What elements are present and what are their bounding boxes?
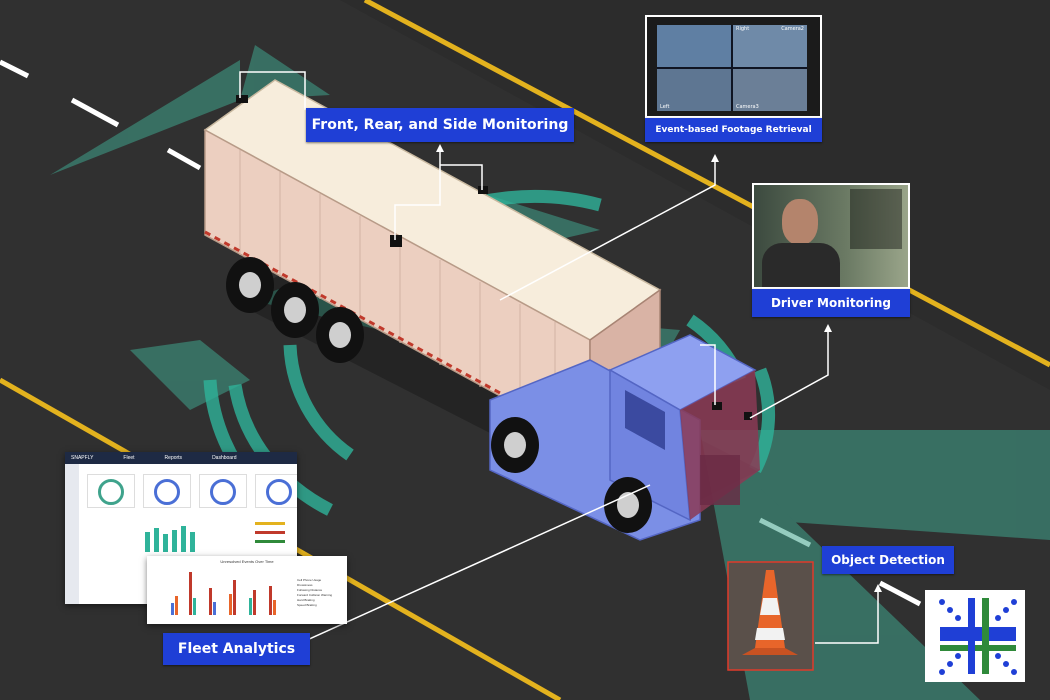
- monitor-quadrant: Right Camera2: [733, 25, 807, 67]
- events-bar-chart: [171, 572, 276, 615]
- progress-bars: [255, 522, 285, 549]
- events-chart-title: Unresolved Events Over Time: [220, 559, 274, 564]
- yellow-edge-line-top: [363, 0, 1050, 368]
- callout-event-footage-retrieval: Event-based Footage Retrieval: [645, 118, 822, 142]
- driver-info-overlay: [850, 189, 902, 249]
- driver-head: [782, 199, 818, 245]
- callout-front-rear-side-monitoring: Front, Rear, and Side Monitoring: [306, 108, 574, 142]
- mini-bar-chart: [145, 522, 215, 552]
- dashboard-header: SNAPFLY Fleet Reports Dashboard: [65, 452, 297, 464]
- camera-monitor-photo: Right Camera2 Left Camera3: [645, 15, 822, 118]
- dashboard-sidebar: [65, 464, 79, 604]
- company-logo: [925, 590, 1025, 682]
- driver-body: [762, 243, 840, 287]
- trailer-wheels: [226, 257, 364, 363]
- nav-item-fleet[interactable]: Fleet: [123, 455, 135, 461]
- monitor-quadrant: Left: [657, 69, 731, 111]
- gauge-row: [87, 474, 297, 508]
- driver-monitoring-photo: [752, 183, 910, 289]
- traffic-cone-photo: [727, 561, 814, 671]
- nav-item-dashboard[interactable]: Dashboard: [212, 455, 237, 461]
- cab-wheels: [491, 417, 652, 533]
- callout-object-detection: Object Detection: [822, 546, 954, 574]
- callout-driver-monitoring: Driver Monitoring: [752, 289, 910, 317]
- monitor-quadrant: [657, 25, 731, 67]
- dashboard-brand: SNAPFLY: [71, 455, 94, 461]
- truck-cameras: [236, 95, 752, 420]
- bar-group: [171, 572, 276, 615]
- events-chart-screen: Unresolved Events Over Time Cell Phone U…: [147, 556, 347, 624]
- callout-fleet-analytics: Fleet Analytics: [163, 633, 310, 665]
- monitor-quadrant: Camera3: [733, 69, 807, 111]
- events-legend: Cell Phone Usage Drowsiness Following Di…: [297, 578, 333, 607]
- nav-item-reports[interactable]: Reports: [164, 455, 183, 461]
